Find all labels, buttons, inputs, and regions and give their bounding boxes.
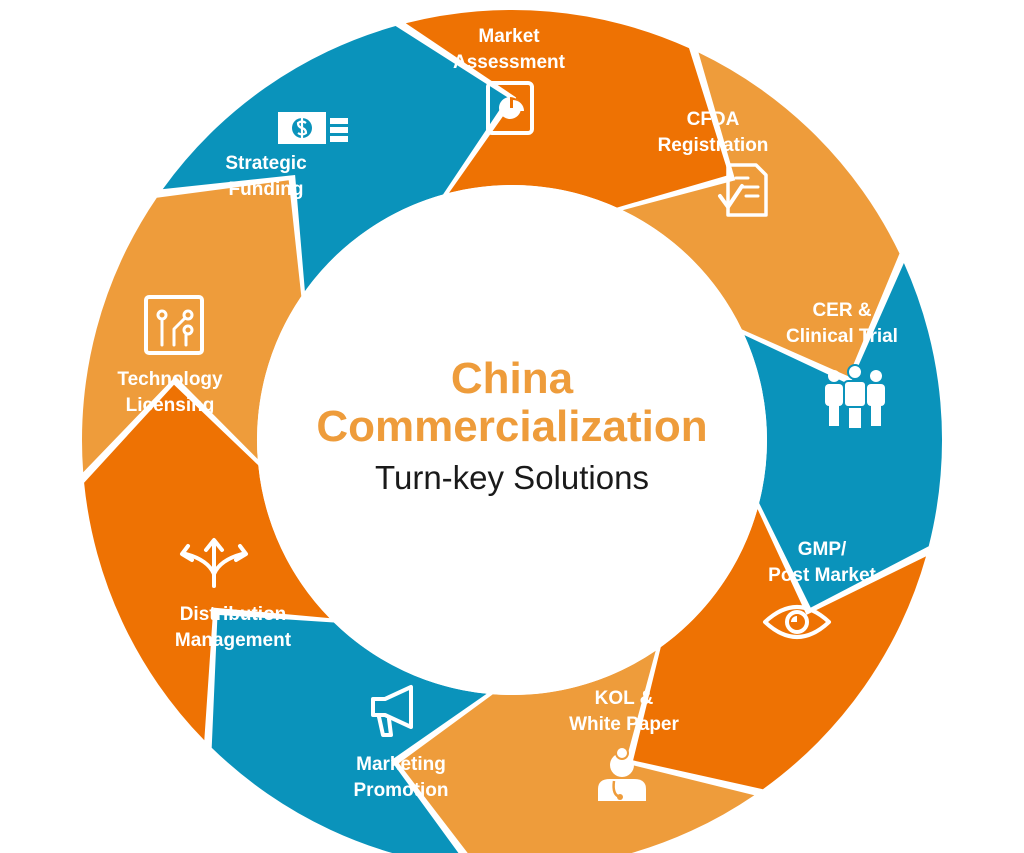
segment-label-line: Technology [117, 369, 223, 390]
circuit-chip-icon [144, 295, 204, 355]
segment-label-line: Licensing [125, 395, 215, 416]
ring-segment [405, 9, 729, 208]
segment-label-cer-clinical-trial: CER & Clinical Trial [742, 298, 942, 350]
segment-label-cfda-registration: CFDA Registration [613, 107, 813, 159]
segment-label-line: Post Market [768, 565, 876, 586]
ring-segment [633, 509, 926, 790]
segment-label-line: CER & [812, 300, 872, 321]
split-arrows-icon [180, 538, 248, 588]
segment-label-line: Promotion [353, 780, 449, 801]
segment-label-distribution-management: Distribution Management [133, 602, 333, 654]
segment-label-line: Market [478, 26, 540, 47]
segment-label-line: Funding [228, 179, 304, 200]
doctor-icon [598, 746, 646, 801]
segment-label-line: GMP/ [797, 539, 847, 560]
money-icon [278, 112, 348, 144]
segment-label-line: Strategic [225, 153, 307, 174]
ring-segment [162, 26, 508, 292]
segment-label-line: KOL & [594, 688, 654, 709]
segment-label-line: White Paper [569, 714, 679, 735]
center-title-line2: Commercialization [316, 402, 708, 451]
ring-segment [398, 650, 755, 853]
segment-label-technology-licensing: Technology Licensing [70, 367, 270, 419]
pie-chart-icon [486, 81, 534, 135]
document-check-icon [718, 163, 768, 217]
center-disc [257, 185, 767, 695]
ring-segment [744, 263, 943, 608]
segment-label-line: Registration [657, 135, 769, 156]
people-group-icon [825, 364, 885, 430]
segment-label-market-assessment: Market Assessment [409, 24, 609, 76]
segment-label-line: Marketing [356, 754, 446, 775]
center-title-line1: China [450, 354, 574, 403]
segment-label-line: Distribution [179, 604, 287, 625]
center-subtitle: Turn-key Solutions [375, 459, 649, 496]
eye-icon [763, 605, 831, 639]
segment-label-line: Assessment [453, 52, 565, 73]
ring-segment [211, 614, 487, 853]
megaphone-icon [371, 685, 413, 737]
segment-label-line: Management [174, 630, 292, 651]
segment-label-marketing-promotion: Marketing Promotion [301, 752, 501, 804]
segment-label-line: Clinical Trial [786, 326, 898, 347]
segment-label-kol-white-paper: KOL & White Paper [524, 686, 724, 738]
segment-label-gmp-post-market: GMP/ Post Market [722, 537, 922, 589]
segment-label-line: CFDA [686, 109, 740, 130]
segment-label-strategic-funding: Strategic Funding [166, 151, 366, 203]
